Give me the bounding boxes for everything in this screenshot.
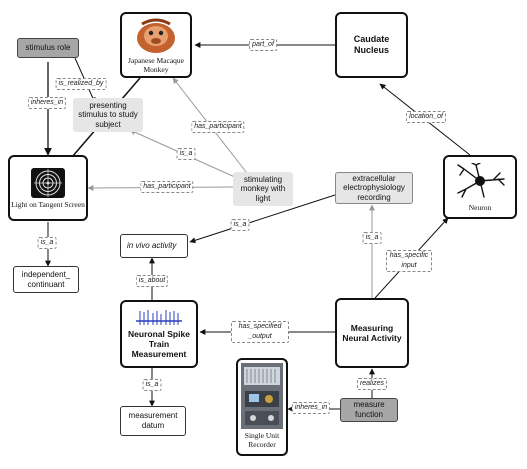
caudate-label: Caudate Nucleus <box>353 34 390 55</box>
edge-label-is-a-3: is_a <box>362 232 382 244</box>
edge-label-inheres-in-1: inheres_in <box>27 97 67 109</box>
node-stimulus-role: stimulus role <box>17 38 79 58</box>
node-spike-train-measurement: Neuronal Spike Train Measurement <box>120 300 198 368</box>
neuron-icon <box>457 162 505 198</box>
node-neuron: Neuron <box>443 155 517 219</box>
node-single-unit-recorder: Single Unit Recorder <box>236 358 288 456</box>
node-caudate-nucleus: Caudate Nucleus <box>335 12 408 78</box>
stimulating-label: stimulating monkey with light <box>240 174 286 203</box>
presenting-label: presenting stimulus to study subject <box>78 100 138 129</box>
spike-train-icon <box>136 309 182 325</box>
edge-label-is-a-5: is_a <box>142 379 162 391</box>
edge-label-has-participant-1: has_participant <box>191 121 245 133</box>
edge-label-part-of: part_of <box>249 39 277 51</box>
node-measurement-datum: measurement datum <box>120 406 186 436</box>
measure-function-label: measure function <box>353 400 385 419</box>
node-monkey: Japanese Macaque Monkey <box>120 12 192 78</box>
node-measure-function: measure function <box>340 398 398 422</box>
spike-label: Neuronal Spike Train Measurement <box>128 328 190 360</box>
target-icon <box>31 167 65 198</box>
node-measuring-neural-activity: Measuring Neural Activity <box>335 298 409 368</box>
node-light-on-tangent-screen: Light on Tangent Screen <box>8 155 88 221</box>
node-in-vivo-activity: in vivo activity <box>120 234 188 258</box>
ephys-label: extracellular electrophysiology recordin… <box>343 173 405 202</box>
edge-label-inheres-in-2: inheres_in <box>291 402 331 414</box>
edge-label-has-specific-input: has_specific input <box>386 250 432 272</box>
edge-label-location-of: location_of <box>406 111 446 123</box>
edge-label-is-realized-by: is_realized_by <box>55 78 107 90</box>
edge-label-is-a-4: is_a <box>230 219 250 231</box>
invivo-label: in vivo activity <box>127 241 177 251</box>
monkey-label: Japanese Macaque Monkey <box>127 56 184 74</box>
recorder-label: Single Unit Recorder <box>244 431 280 449</box>
light-label: Light on Tangent Screen <box>11 199 85 209</box>
edge-is-a-4 <box>189 194 336 244</box>
node-independent-continuant: independent_ continuant <box>13 266 79 293</box>
node-presenting-stimulus: presenting stimulus to study subject <box>73 98 143 132</box>
neuron-label: Neuron <box>468 202 492 212</box>
edge-label-has-specified-output: has_specified _output <box>231 321 289 343</box>
edge-label-has-participant-2: has_participant <box>140 181 194 193</box>
stimulus-role-label: stimulus role <box>25 43 71 53</box>
edge-label-is-a-2: is_a <box>37 237 57 249</box>
datum-label: measurement datum <box>128 411 178 430</box>
edge-label-realizes: realizes <box>356 378 388 390</box>
node-extracellular-recording: extracellular electrophysiology recordin… <box>335 172 413 204</box>
independent-label: independent_ continuant <box>21 269 71 289</box>
recorder-icon <box>241 363 283 429</box>
measuring-label: Measuring Neural Activity <box>342 322 402 343</box>
node-stimulating-monkey: stimulating monkey with light <box>233 172 293 206</box>
monkey-icon <box>137 18 175 53</box>
edge-label-is-a-1: is_a <box>176 148 196 160</box>
edge-label-is-about: is_about <box>135 275 169 287</box>
